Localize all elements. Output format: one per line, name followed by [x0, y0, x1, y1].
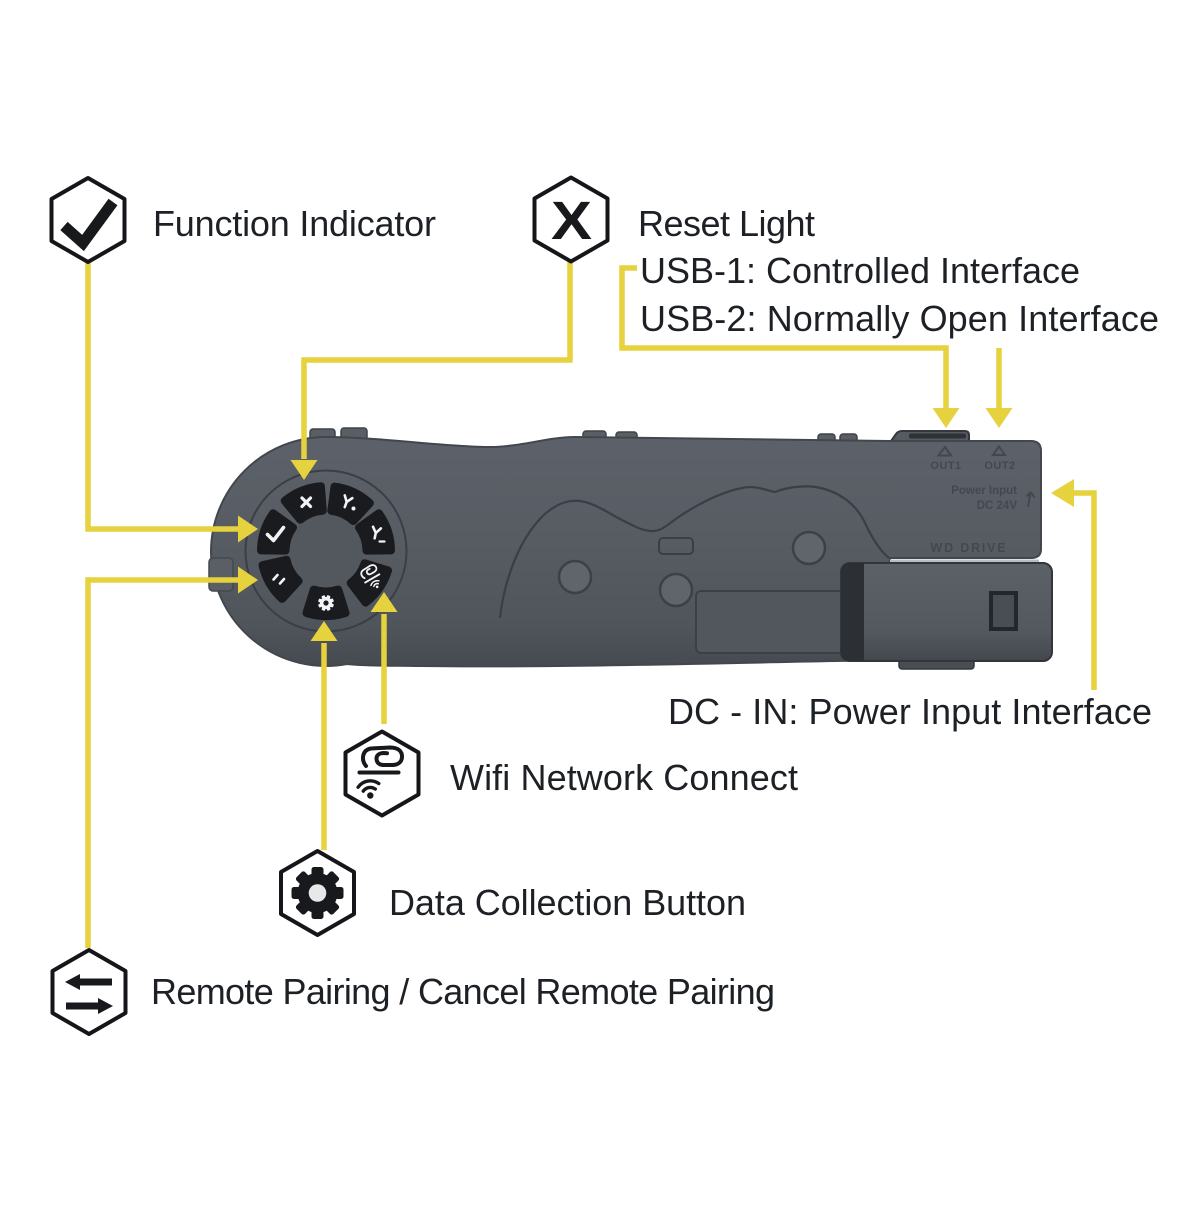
svg-text:X: X	[551, 191, 592, 251]
svg-text:DC - IN: Power Input Interface: DC - IN: Power Input Interface	[668, 691, 1152, 732]
svg-text:OUT2: OUT2	[984, 460, 1015, 472]
svg-text:Power Input: Power Input	[951, 485, 1017, 497]
svg-text:Wifi Network Connect: Wifi Network Connect	[450, 757, 798, 798]
svg-text:Function Indicator: Function Indicator	[153, 203, 436, 244]
svg-text:WD DRIVE: WD DRIVE	[931, 541, 1008, 555]
svg-text:DC 24V: DC 24V	[977, 500, 1018, 512]
svg-text:Data Collection Button: Data Collection Button	[389, 882, 746, 923]
svg-text:Remote Pairing / Cancel Remote: Remote Pairing / Cancel Remote Pairing	[151, 971, 775, 1012]
svg-text:USB-1: Controlled Interface: USB-1: Controlled Interface	[640, 250, 1080, 291]
svg-text:USB-2: Normally Open Interface: USB-2: Normally Open Interface	[640, 298, 1159, 339]
svg-text:OUT1: OUT1	[930, 460, 961, 472]
svg-text:Reset Light: Reset Light	[638, 203, 815, 244]
